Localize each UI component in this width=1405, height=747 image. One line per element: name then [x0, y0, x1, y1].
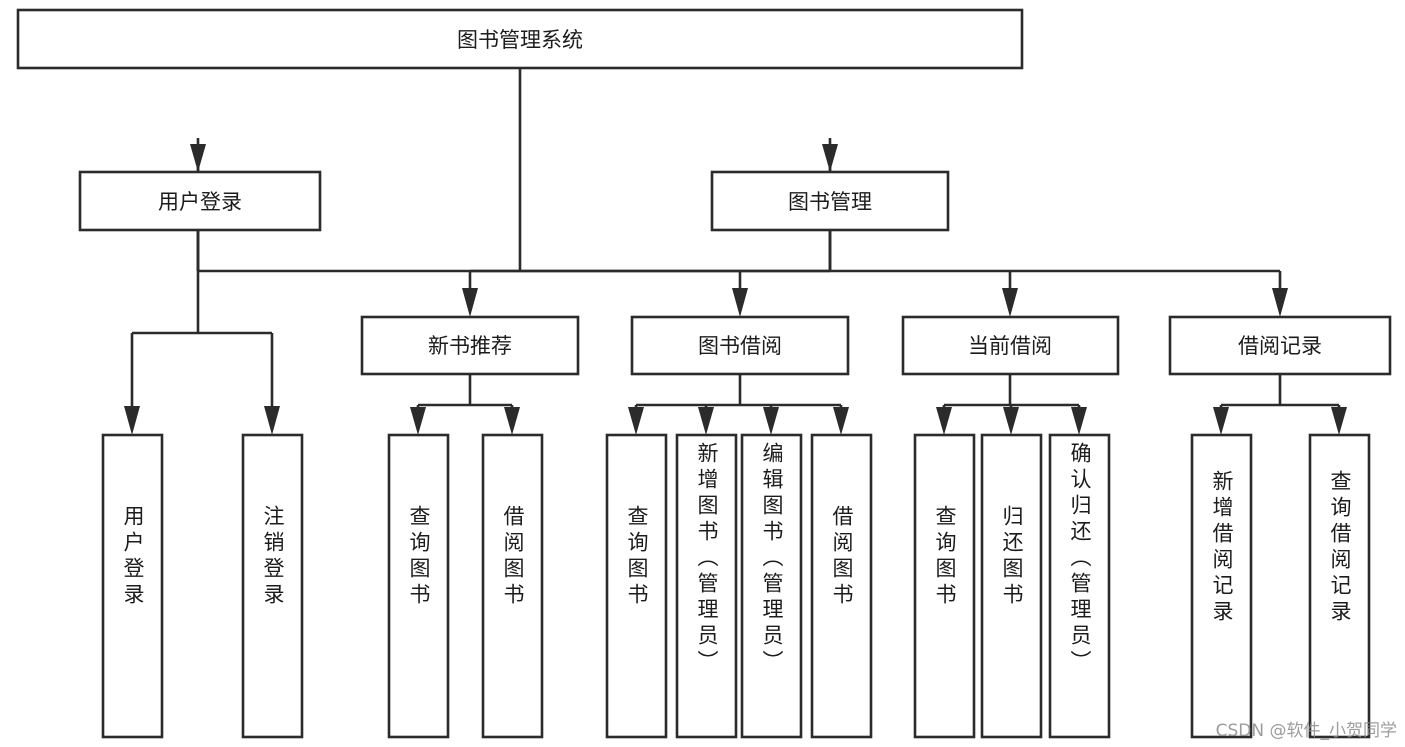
connector-layer — [124, 68, 1347, 435]
node-borrow-record-label: 借阅记录 — [1238, 334, 1322, 358]
arrowhead-leaf-user-login — [124, 406, 140, 435]
node-new-book-recommend-rect[interactable] — [360, 315, 580, 376]
node-leaf-add-book-rect[interactable] — [675, 433, 738, 739]
node-leaf-confirm-return-rect[interactable] — [1048, 433, 1111, 739]
node-current-borrow[interactable]: 当前借阅 — [901, 315, 1120, 376]
node-leaf-query-book-1-rect[interactable] — [387, 433, 450, 739]
arrowhead-leaf-query-book-1 — [410, 407, 426, 435]
arrowhead-current-borrow — [1002, 288, 1018, 317]
arrowhead-new-book-recommend — [462, 288, 478, 317]
node-current-borrow-label: 当前借阅 — [968, 334, 1052, 358]
arrowhead-leaf-return-book — [1003, 407, 1019, 435]
arrowhead-user-login — [190, 144, 206, 172]
node-user-login-rect[interactable] — [78, 170, 322, 232]
node-root-label: 图书管理系统 — [457, 28, 583, 52]
arrowhead-leaf-edit-book — [763, 407, 779, 435]
node-leaf-edit-book-rect[interactable] — [740, 433, 803, 739]
node-leaf-query-record-rect[interactable] — [1308, 433, 1371, 739]
node-book-manage-rect[interactable] — [710, 170, 950, 232]
arrowhead-leaf-query-record — [1331, 407, 1347, 435]
arrowhead-leaf-borrow-book-2 — [833, 407, 849, 435]
node-borrow-record-rect[interactable] — [1168, 315, 1392, 376]
node-borrow-record[interactable]: 借阅记录 — [1168, 315, 1392, 376]
node-leaf-borrow-book-2-rect[interactable] — [810, 433, 873, 739]
node-leaf-borrow-book-1-rect[interactable] — [481, 433, 544, 739]
arrowhead-leaf-query-book-3 — [936, 407, 952, 435]
node-current-borrow-rect[interactable] — [901, 315, 1120, 376]
node-user-login-label: 用户登录 — [158, 190, 242, 214]
node-leaf-query-book-2-rect[interactable] — [605, 433, 668, 739]
node-root-rect[interactable] — [16, 8, 1024, 70]
node-book-borrow-label: 图书借阅 — [698, 334, 782, 358]
arrowhead-leaf-add-book — [698, 407, 714, 435]
node-leaf-user-login-rect[interactable] — [101, 433, 164, 739]
arrowhead-leaf-confirm-return — [1071, 407, 1087, 435]
arrowhead-borrow-record — [1272, 288, 1288, 317]
csdn-watermark: CSDN @软件_小贺同学 — [1215, 721, 1397, 741]
arrowhead-leaf-query-book-2 — [628, 407, 644, 435]
node-book-borrow[interactable]: 图书借阅 — [630, 315, 850, 376]
arrowhead-leaf-borrow-book-1 — [504, 407, 520, 435]
node-book-manage-label: 图书管理 — [788, 190, 872, 214]
node-leaf-add-record-rect[interactable] — [1190, 433, 1253, 739]
node-new-book-recommend-label: 新书推荐 — [428, 334, 512, 358]
node-root[interactable]: 图书管理系统 — [16, 8, 1024, 70]
arrowhead-leaf-user-logout — [264, 406, 280, 435]
node-book-borrow-rect[interactable] — [630, 315, 850, 376]
arrowhead-book-borrow — [732, 288, 748, 317]
arrowhead-book-manage — [822, 144, 838, 172]
node-user-login[interactable]: 用户登录 — [78, 170, 322, 232]
arrowhead-leaf-add-record — [1213, 407, 1229, 435]
node-book-manage[interactable]: 图书管理 — [710, 170, 950, 232]
node-new-book-recommend[interactable]: 新书推荐 — [360, 315, 580, 376]
node-leaf-user-logout-rect[interactable] — [241, 433, 304, 739]
node-leaf-return-book-rect[interactable] — [980, 433, 1043, 739]
node-leaf-query-book-3-rect[interactable] — [913, 433, 976, 739]
